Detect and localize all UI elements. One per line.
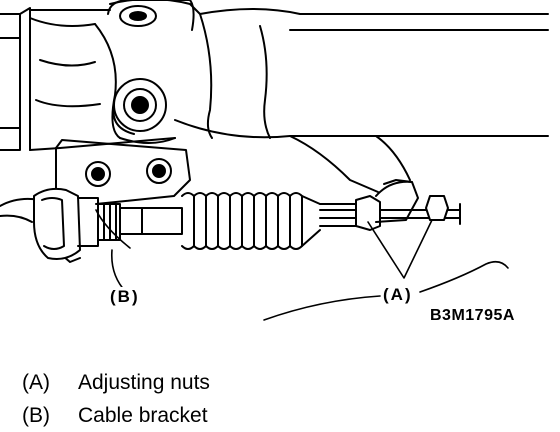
callout-b: (B) (110, 287, 140, 307)
cable-rod (319, 179, 461, 231)
cable-end-fitting (0, 187, 183, 260)
frame-rod (0, 7, 31, 151)
legend-text: Adjusting nuts (78, 370, 210, 394)
top-boss (107, 0, 195, 31)
callout-a: (A) (381, 285, 415, 305)
center-boss (112, 78, 167, 135)
legend-text: Cable bracket (78, 403, 208, 427)
legend-key: (A) (22, 370, 50, 394)
support-arm (289, 135, 411, 193)
legend-key: (B) (22, 403, 50, 427)
legend: (A) Adjusting nuts (B) Cable bracket (22, 366, 210, 432)
legend-row: (B) Cable bracket (22, 399, 210, 432)
transmission-housing (29, 0, 549, 151)
legend-row: (A) Adjusting nuts (22, 366, 210, 399)
diagram-illustration (0, 0, 549, 321)
figure-code: B3M1795A (430, 307, 515, 324)
bellows-boot (181, 192, 321, 250)
